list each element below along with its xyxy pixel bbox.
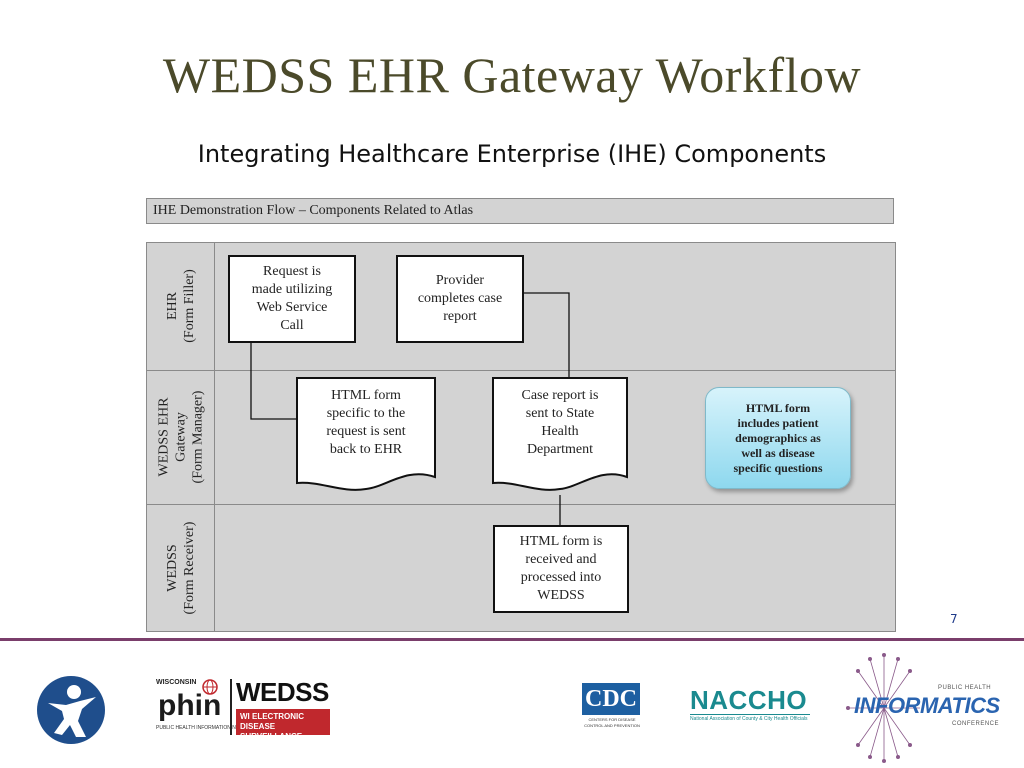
node-request-web-service-call: Request is made utilizing Web Service Ca…	[228, 255, 356, 343]
footer-divider	[0, 638, 1024, 641]
slide-subtitle: Integrating Healthcare Enterprise (IHE) …	[197, 140, 827, 168]
footer-logo-bar: WISCONSIN phin PUBLIC HEALTH INFORMATION…	[0, 641, 1024, 768]
phin-sub-text: PUBLIC HEALTH INFORMATION NETWORK	[156, 725, 258, 731]
wedss-banner: WI ELECTRONIC DISEASE SURVEILLANCE SYSTE…	[236, 709, 330, 751]
connector-request-to-form	[250, 343, 297, 420]
phin-wedss-logo: WISCONSIN phin PUBLIC HEALTH INFORMATION…	[152, 677, 332, 751]
wedss-main-text: WEDSS	[236, 677, 329, 707]
naccho-sub-text: National Association of County & City He…	[690, 716, 808, 722]
connector-lines	[250, 292, 570, 525]
callout-html-form-note: HTML form includes patient demographics …	[705, 387, 851, 489]
cdc-sub-2: CONTROL AND PREVENTION	[584, 723, 640, 728]
node-label: HTML form specific to the request is sen…	[326, 388, 406, 458]
cdc-logo: CDC CENTERS FOR DISEASE CONTROL AND PREV…	[580, 683, 644, 731]
slide-title: WEDSS EHR Gateway Workflow	[162, 47, 862, 103]
swimlane-diagram: EHR (Form Filler) WEDSS EHR Gateway (For…	[146, 242, 896, 632]
naccho-rule	[690, 714, 810, 715]
node-provider-completes-report: Provider completes case report	[396, 255, 524, 343]
page-number: 7	[950, 612, 958, 626]
wi-dhs-logo-icon	[37, 676, 105, 744]
naccho-main-text: NACCHO	[690, 685, 808, 715]
document-shape	[296, 377, 436, 491]
naccho-logo: NACCHO National Association of County & …	[688, 685, 812, 725]
node-case-report-sent: Case report is sent to State Health Depa…	[492, 377, 628, 495]
document-shape	[492, 377, 628, 491]
lane-label-column	[147, 243, 215, 631]
logo-divider	[230, 679, 232, 735]
lane-separator	[147, 504, 895, 505]
connector-provider-to-case	[523, 292, 570, 377]
cdc-main-text: CDC	[582, 683, 640, 715]
phi-main-text: INFORMATICS	[854, 693, 1000, 718]
phi-sub-text: CONFERENCE	[952, 721, 1000, 727]
phi-conference-logo: PUBLIC HEALTH INFORMATICS CONFERENCE	[846, 653, 1000, 763]
diagram-header: IHE Demonstration Flow – Components Rela…	[146, 198, 894, 224]
phi-top-text: PUBLIC HEALTH	[938, 685, 992, 691]
globe-icon	[202, 679, 218, 695]
wedss-sub-1: WI ELECTRONIC DISEASE	[240, 712, 304, 731]
node-html-form-sent-back: HTML form specific to the request is sen…	[296, 377, 436, 495]
wedss-sub-2: SURVEILLANCE SYSTEM	[240, 732, 303, 751]
starburst-icon	[846, 653, 920, 763]
phin-main-text: phin	[158, 689, 222, 722]
phin-top-text: WISCONSIN	[156, 679, 197, 686]
node-label: Case report is sent to State Health Depa…	[521, 388, 599, 458]
lane-separator	[147, 370, 895, 371]
node-form-received-wedss: HTML form is received and processed into…	[493, 525, 629, 613]
cdc-sub-1: CENTERS FOR DISEASE	[588, 717, 636, 722]
